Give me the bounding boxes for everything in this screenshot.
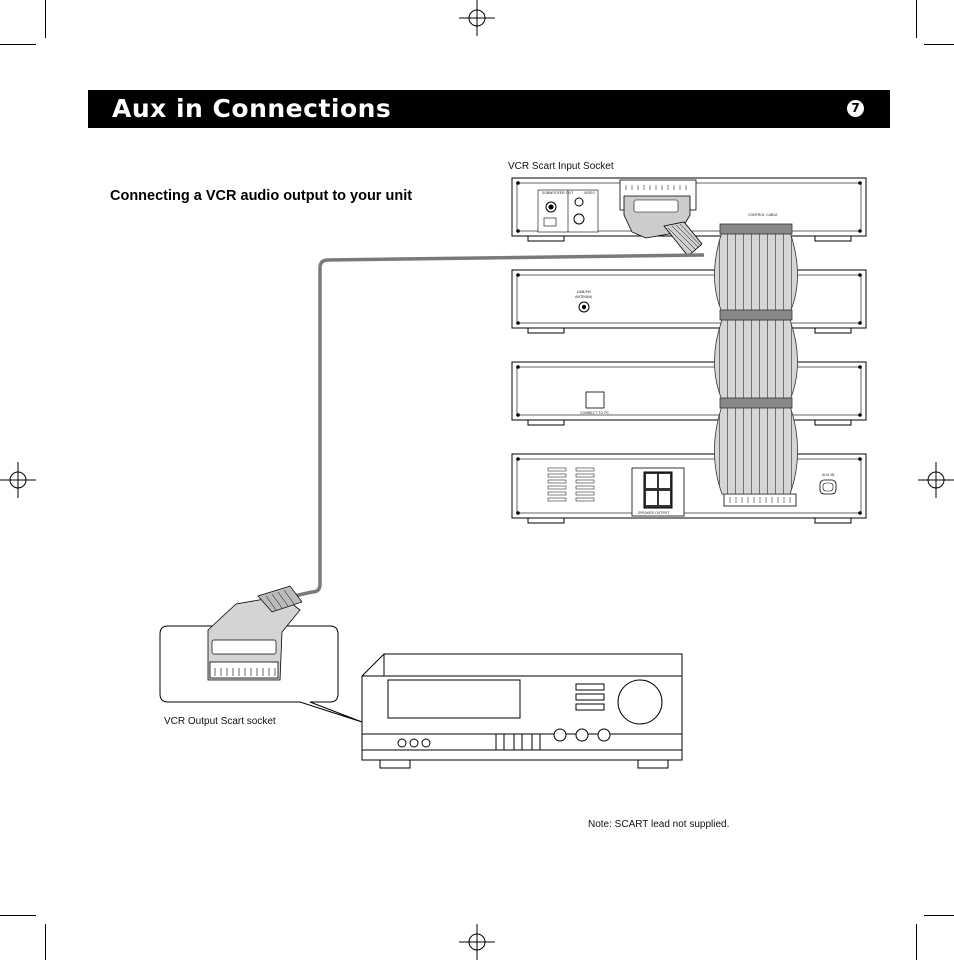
svg-text:CONNECT TO PC: CONNECT TO PC	[580, 411, 609, 415]
unit-stack: SUBWOOFER OUT VIDEO CONTROL CABLE DAB/FM…	[511, 177, 867, 524]
crop-mark-br-h	[924, 915, 954, 916]
control-ribbon-cables	[714, 223, 798, 495]
section-heading: Connecting a VCR audio output to your un…	[110, 188, 413, 204]
registration-mark-left	[0, 462, 36, 498]
unit-1-vcr-scart-panel: SUBWOOFER OUT VIDEO CONTROL CABLE	[511, 177, 867, 257]
crop-mark-bl-h	[0, 915, 36, 916]
scart-note: Note: SCART lead not supplied.	[588, 819, 730, 830]
svg-text:CONTROL CABLE: CONTROL CABLE	[748, 213, 778, 217]
crop-mark-tr-v	[916, 0, 917, 38]
page-number-badge: 7	[847, 100, 864, 117]
svg-text:VIDEO: VIDEO	[584, 191, 595, 195]
vcr-output-label: VCR Output Scart socket	[164, 716, 276, 727]
vcr-device	[361, 653, 683, 769]
unit-2-antenna-panel: DAB/FM ANTENNA	[511, 269, 867, 334]
svg-text:SUBWOOFER OUT: SUBWOOFER OUT	[542, 191, 574, 195]
crop-mark-tr-h	[924, 44, 954, 45]
header-bar: Aux in Connections 7	[88, 90, 890, 128]
crop-mark-tl-v	[45, 0, 46, 38]
scart-lead	[293, 253, 705, 598]
crop-mark-bl-v	[45, 924, 46, 960]
svg-text:AUX IN: AUX IN	[822, 473, 834, 477]
svg-text:ANTENNA: ANTENNA	[575, 295, 593, 299]
unit-4-speaker-panel: SPEAKER OUTPUT AUX IN	[511, 453, 867, 524]
crop-mark-tl-h	[0, 44, 36, 45]
registration-mark-bottom	[459, 924, 495, 960]
page-title: Aux in Connections	[112, 94, 392, 123]
unit-3-pc-panel: CONNECT TO PC	[511, 361, 867, 426]
vcr-input-label: VCR Scart Input Socket	[508, 161, 614, 172]
registration-mark-right	[918, 462, 954, 498]
svg-text:DAB/FM: DAB/FM	[577, 290, 591, 294]
vcr-output-callout	[159, 585, 363, 723]
registration-mark-top	[459, 0, 495, 36]
svg-text:SPEAKER OUTPUT: SPEAKER OUTPUT	[638, 511, 670, 515]
crop-mark-br-v	[916, 924, 917, 960]
